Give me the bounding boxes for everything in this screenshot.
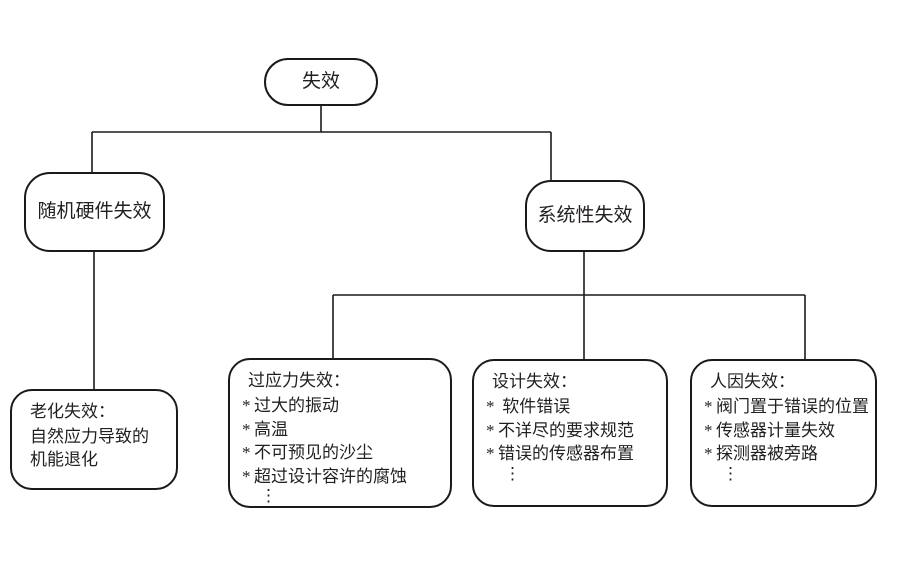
node-human-failure[interactable]: 人因失效： *阀门置于错误的位置 *传感器计量失效 *探测器被旁路 ⋮ — [690, 359, 877, 507]
node-design-failure-title: 设计失效： — [492, 372, 577, 391]
list-item-label: 软件错误 — [498, 397, 571, 417]
node-failure-root[interactable]: 失效 — [264, 58, 378, 106]
list-item: *不详尽的要求规范 — [486, 420, 658, 442]
list-item: *高温 — [242, 419, 442, 441]
list-item-label: 探测器被旁路 — [716, 444, 818, 464]
list-item-label: 错误的传感器布置 — [498, 444, 634, 464]
node-failure-root-label: 失效 — [301, 71, 340, 93]
node-aging-failure[interactable]: 老化失效： 自然应力导致的 机能退化 — [10, 389, 178, 490]
bullet-icon: * — [486, 397, 495, 417]
node-aging-failure-title: 老化失效： — [30, 402, 115, 421]
list-item-label: 传感器计量失效 — [716, 420, 835, 440]
node-systematic-failure[interactable]: 系统性失效 — [525, 180, 645, 252]
node-overstress-failure-items: *过大的振动 *高温 *不可预见的沙尘 *超过设计容许的腐蚀 — [242, 395, 442, 488]
list-item: *错误的传感器布置 — [486, 443, 658, 465]
node-overstress-failure-title: 过应力失效： — [248, 371, 350, 390]
node-human-failure-items: *阀门置于错误的位置 *传感器计量失效 *探测器被旁路 — [704, 396, 869, 465]
node-design-failure[interactable]: 设计失效： * 软件错误 *不详尽的要求规范 *错误的传感器布置 ⋮ — [472, 359, 668, 507]
vertical-ellipsis-icon: ⋮ — [260, 486, 277, 506]
bullet-icon: * — [486, 420, 495, 440]
bullet-icon: * — [242, 419, 251, 439]
bullet-icon: * — [486, 444, 495, 464]
bullet-icon: * — [704, 444, 713, 464]
list-item-label: 超过设计容许的腐蚀 — [254, 466, 407, 486]
node-design-failure-items: * 软件错误 *不详尽的要求规范 *错误的传感器布置 — [486, 396, 658, 465]
node-aging-failure-line-2: 机能退化 — [30, 449, 98, 469]
list-item: *探测器被旁路 — [704, 443, 867, 465]
bullet-icon: * — [242, 466, 251, 486]
list-item: *超过设计容许的腐蚀 — [242, 466, 442, 488]
list-item-label: 不可预见的沙尘 — [254, 443, 373, 463]
list-item: *阀门置于错误的位置 — [704, 396, 869, 418]
list-item: *过大的振动 — [242, 395, 442, 417]
node-random-hardware-failure[interactable]: 随机硬件失效 — [24, 172, 165, 252]
list-item: * 软件错误 — [486, 396, 658, 418]
vertical-ellipsis-icon: ⋮ — [722, 463, 739, 483]
vertical-ellipsis-icon: ⋮ — [504, 463, 521, 483]
bullet-icon: * — [242, 443, 251, 463]
bullet-icon: * — [704, 397, 713, 417]
list-item-label: 过大的振动 — [254, 396, 339, 416]
list-item: *传感器计量失效 — [704, 420, 867, 442]
list-item-label: 不详尽的要求规范 — [498, 420, 634, 440]
node-human-failure-title: 人因失效： — [710, 372, 795, 391]
node-aging-failure-line-1: 自然应力导致的 — [30, 427, 149, 447]
node-systematic-failure-label: 系统性失效 — [537, 205, 633, 227]
node-overstress-failure[interactable]: 过应力失效： *过大的振动 *高温 *不可预见的沙尘 *超过设计容许的腐蚀 ⋮ — [228, 358, 452, 508]
list-item-label: 高温 — [254, 419, 288, 439]
node-random-hardware-failure-label: 随机硬件失效 — [37, 201, 152, 223]
list-item: *不可预见的沙尘 — [242, 442, 442, 464]
list-item-label: 阀门置于错误的位置 — [716, 397, 869, 417]
bullet-icon: * — [704, 420, 713, 440]
bullet-icon: * — [242, 396, 251, 416]
